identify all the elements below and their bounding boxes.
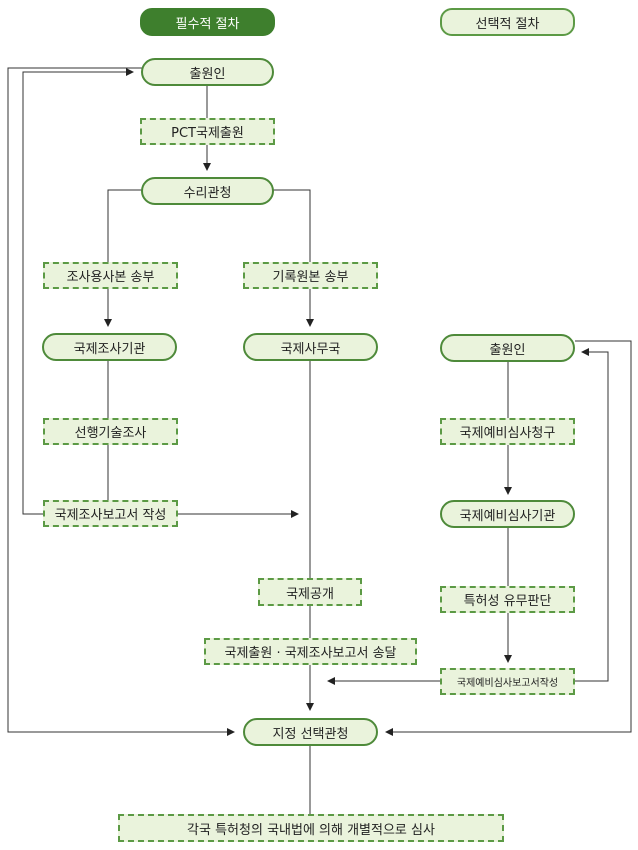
node-pct-filing: PCT국제출원 [140, 118, 275, 145]
node-iper-demand: 국제예비심사청구 [440, 418, 575, 445]
node-applicant-right: 출원인 [440, 334, 575, 362]
node-isa: 국제조사기관 [42, 333, 177, 361]
node-international-bureau: 국제사무국 [243, 333, 378, 361]
node-designated-office: 지정 선택관청 [243, 718, 378, 746]
node-ipea: 국제예비심사기관 [440, 500, 575, 528]
node-transmittal: 국제출원 · 국제조사보고서 송달 [204, 638, 417, 665]
edge-iperreport-applicant-loop [575, 348, 609, 682]
node-prior-art-search: 선행기술조사 [43, 418, 178, 445]
edge-receiving-right [272, 189, 311, 262]
node-patentability: 특허성 유무판단 [440, 586, 575, 613]
edge-applicant-designated-loop [7, 67, 235, 736]
node-search-copy: 조사용사본 송부 [43, 262, 178, 289]
edge-report-applicant-loop [22, 68, 134, 515]
node-search-report: 국제조사보고서 작성 [43, 500, 178, 527]
node-national-exam: 각국 특허청의 국내법에 의해 개별적으로 심사 [118, 814, 504, 842]
node-international-publication: 국제공개 [258, 578, 362, 606]
node-iper-report: 국제예비심사보고서작성 [440, 668, 575, 695]
node-receiving-office: 수리관청 [141, 177, 274, 205]
legend-optional: 선택적 절차 [440, 8, 575, 36]
edge-receiving-left [107, 189, 142, 262]
legend-required: 필수적 절차 [140, 8, 275, 36]
node-record-copy: 기록원본 송부 [243, 262, 378, 289]
edge-right-designated-loop [385, 340, 632, 736]
node-applicant-top: 출원인 [141, 58, 274, 86]
